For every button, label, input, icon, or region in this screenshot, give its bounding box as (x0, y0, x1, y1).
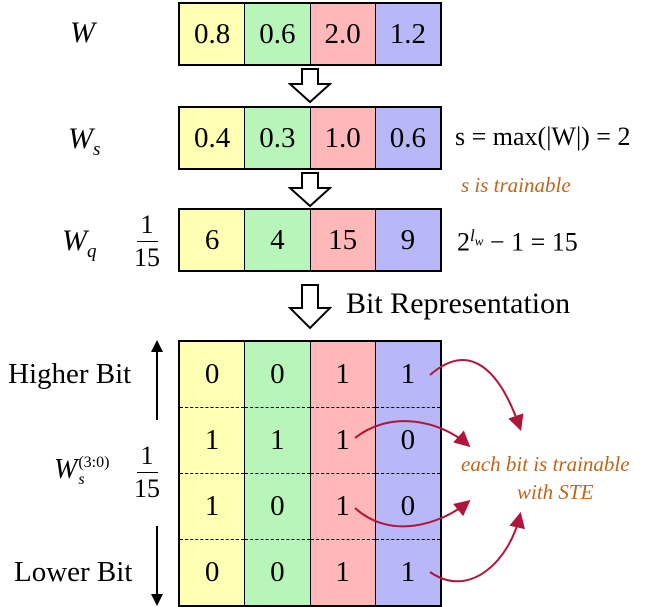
w-cell-0: 0.8 (180, 4, 245, 64)
wq-cell-0: 6 (180, 210, 245, 270)
bit-cell: 1 (310, 473, 375, 539)
bit-cell: 1 (245, 407, 310, 473)
ws-cell-1: 0.3 (244, 108, 310, 168)
wq-label-sub: q (87, 241, 97, 262)
wq-exp-sub: w (474, 233, 484, 249)
w-cell-1: 0.6 (244, 4, 310, 64)
bits-scale-fraction: 1 15 (134, 443, 160, 502)
ws-cell-0: 0.4 (180, 108, 245, 168)
ste-note-line2: with STE (517, 480, 594, 504)
bit-cell: 1 (180, 473, 245, 539)
bits-column: 1 1 1 1 (309, 342, 375, 605)
ws-cell-2: 1.0 (309, 108, 375, 168)
bits-grid: 0 1 1 0 0 1 0 0 1 1 1 1 1 0 0 1 (178, 340, 442, 607)
ws-equation: s = max(|W|) = 2 (455, 122, 631, 151)
wq-equation: 2lw − 1 = 15 (457, 226, 578, 257)
bits-frac-den: 15 (134, 474, 160, 503)
bit-cell: 1 (310, 407, 375, 473)
w-cell-3: 1.2 (374, 4, 440, 64)
bits-frac-num: 1 (136, 443, 158, 473)
ws-note: s is trainable (461, 173, 571, 197)
bit-cell: 0 (245, 539, 310, 605)
ws-label: Ws (68, 122, 101, 160)
up-arrow-icon (151, 340, 163, 420)
arrow-bit0 (429, 511, 526, 583)
wq-frac-num: 1 (136, 212, 158, 242)
wq-scale-fraction: 1 15 (134, 212, 160, 271)
ws-row: 0.4 0.3 1.0 0.6 (178, 106, 442, 170)
w-label: W (70, 16, 95, 49)
bit-cell: 1 (375, 539, 440, 605)
down-arrow-icon (288, 172, 332, 208)
wq-exp: l (470, 226, 475, 245)
bit-cell: 0 (375, 473, 440, 539)
bits-column: 0 1 0 0 (244, 342, 310, 605)
w-cell-2: 2.0 (309, 4, 375, 64)
bit-representation-label: Bit Representation (346, 287, 571, 320)
bits-column: 1 0 0 1 (374, 342, 440, 605)
wq-cell-3: 9 (374, 210, 440, 270)
down-arrow-icon (288, 68, 332, 104)
wq-row: 6 4 15 9 (178, 208, 442, 272)
bit-cell: 0 (180, 539, 245, 605)
arrow-bit1 (354, 499, 471, 528)
bit-cell: 0 (270, 358, 285, 390)
bit-cell: 1 (180, 407, 245, 473)
wq-label: Wq (62, 224, 97, 262)
w-row: 0.8 0.6 2.0 1.2 (178, 2, 442, 66)
bit-cell: 1 (310, 539, 375, 605)
wq-cell-2: 15 (309, 210, 375, 270)
arrow-bit3 (429, 359, 524, 432)
ws-bits-sub: s (78, 470, 85, 488)
bit-cell: 0 (375, 407, 440, 473)
bit-cell: 0 (204, 358, 220, 390)
ws-bits-sup: (3:0) (78, 453, 110, 471)
higher-bit-label: Higher Bit (8, 358, 132, 390)
ws-label-sub: s (93, 139, 101, 160)
bits-column: 0 1 1 0 (180, 342, 245, 605)
wq-eq-rest: − 1 = 15 (483, 227, 578, 257)
bit-cell: 0 (245, 473, 310, 539)
ws-bits-label: W(3:0)s (54, 453, 110, 488)
wq-cell-1: 4 (244, 210, 310, 270)
down-arrow-icon (288, 284, 332, 330)
bit-cell: 1 (400, 358, 416, 390)
arrow-bit2 (354, 420, 471, 448)
lower-bit-label: Lower Bit (14, 556, 133, 588)
down-arrow-small-icon (151, 526, 163, 606)
ws-cell-3: 0.6 (374, 108, 440, 168)
ste-note-line1: each bit is trainable (461, 452, 630, 476)
bit-cell: 1 (335, 358, 350, 390)
wq-frac-den: 15 (134, 243, 160, 272)
